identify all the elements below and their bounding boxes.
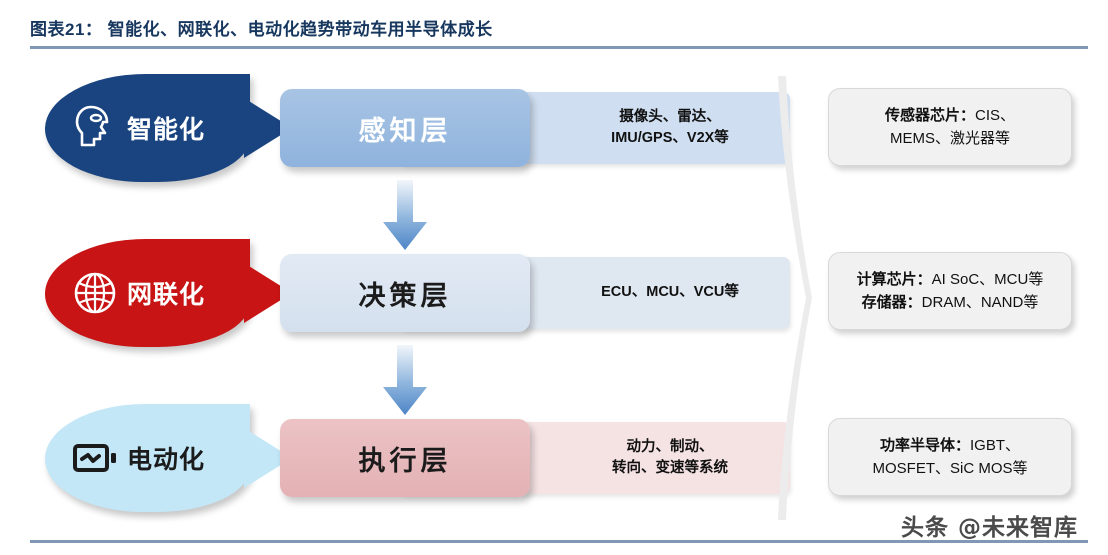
chip-value: MOSFET、SiC MOS等	[872, 460, 1028, 477]
layer-box-decision[interactable]: 决策层	[280, 254, 530, 332]
chip-label: 功率半导体：	[879, 436, 970, 454]
chip-value: MEMS、激光器等	[889, 130, 1010, 147]
globe-icon	[71, 267, 119, 319]
footer-divider	[30, 540, 1088, 543]
chip-box-power[interactable]: 功率半导体：IGBT、 MOSFET、SiC MOS等	[828, 418, 1072, 496]
chip-box-sensor[interactable]: 传感器芯片：CIS、 MEMS、激光器等	[828, 88, 1072, 166]
diagram-canvas: 智能化 网联化 电动化 摄像头、雷达、 IMU/G	[0, 52, 1108, 532]
chip-text: 功率半导体：IGBT、 MOSFET、SiC MOS等	[862, 428, 1037, 487]
chip-value: DRAM、NAND等	[921, 294, 1039, 311]
trend-label: 智能化	[127, 115, 206, 144]
layer-components-text: 动力、制动、 转向、变速等系统	[612, 438, 728, 476]
chip-label: 传感器芯片：	[884, 106, 975, 124]
chip-label: 存储器：	[861, 294, 922, 311]
layer-name: 执行层	[358, 445, 452, 477]
chip-value: IGBT、	[969, 436, 1020, 454]
layer-name: 感知层	[358, 115, 452, 147]
chip-text: 传感器芯片：CIS、 MEMS、激光器等	[875, 98, 1025, 157]
trend-intelligent[interactable]: 智能化	[45, 74, 292, 182]
trend-label: 电动化	[127, 445, 206, 474]
header-divider	[30, 46, 1088, 49]
chip-label: 计算芯片：	[856, 270, 932, 288]
layer-components-text: 摄像头、雷达、 IMU/GPS、V2X等	[611, 108, 729, 146]
watermark: 头条 @未来智库	[900, 515, 1078, 541]
flow-arrow-down	[377, 180, 433, 252]
head-profile-icon	[71, 102, 119, 154]
chip-text: 计算芯片：AI SoC、MCU等 存储器：DRAM、NAND等	[847, 262, 1054, 321]
trend-label: 网联化	[127, 280, 206, 309]
trend-electric[interactable]: 电动化	[45, 404, 292, 512]
flow-arrow-down	[377, 345, 433, 417]
grouping-brace	[772, 76, 814, 520]
battery-icon	[71, 432, 119, 484]
page-title: 图表21： 智能化、网联化、电动化趋势带动车用半导体成长	[30, 20, 493, 39]
layer-box-perception[interactable]: 感知层	[280, 89, 530, 167]
chip-box-compute[interactable]: 计算芯片：AI SoC、MCU等 存储器：DRAM、NAND等	[828, 252, 1072, 330]
layer-box-execution[interactable]: 执行层	[280, 419, 530, 497]
layer-components-text: ECU、MCU、VCU等	[601, 284, 739, 301]
chip-value: AI SoC、MCU等	[931, 270, 1044, 288]
chip-value: CIS、	[975, 106, 1016, 124]
layer-name: 决策层	[358, 280, 452, 312]
trend-connected[interactable]: 网联化	[45, 239, 292, 347]
